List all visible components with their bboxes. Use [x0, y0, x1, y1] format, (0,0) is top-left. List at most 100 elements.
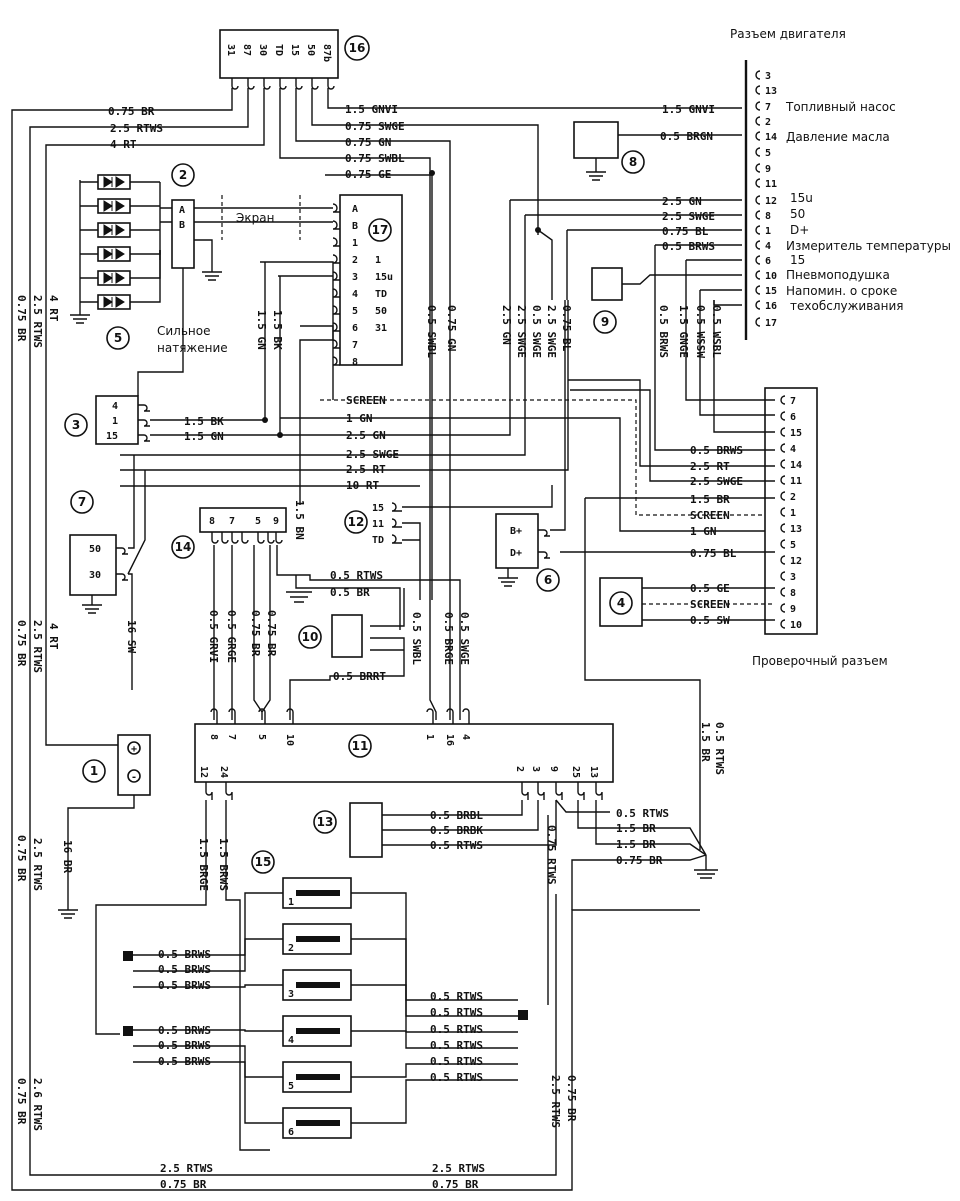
pin-label: 14 — [765, 132, 777, 143]
pin-label: 50 — [305, 44, 316, 56]
diode-symbol — [103, 224, 125, 236]
pin-label: 87 — [241, 44, 252, 56]
wire-label: 0.5 RTWS — [430, 990, 483, 1003]
wire-label: 0.75 BL — [662, 225, 709, 238]
wire-label: 1.5 BRWS — [217, 838, 230, 891]
pin-label: 7 — [352, 340, 358, 351]
pin-label: 30 — [257, 44, 268, 56]
module-pin-hook — [332, 237, 340, 247]
glow-plug-element — [296, 1074, 340, 1080]
sensor-2: A B 2 Экран Сильное натяжение — [137, 163, 333, 396]
wire-label: 0.5 BRWS — [158, 963, 211, 976]
wire-label: 2.5 SWGE — [690, 475, 743, 488]
relay-pin-hook — [311, 78, 319, 90]
pin-label: 1 — [352, 238, 358, 249]
pin-label: 3 — [530, 766, 541, 772]
comp7-pin-hook — [116, 573, 128, 581]
diode-symbol — [103, 248, 125, 260]
glow-plug-wire — [270, 1079, 518, 1124]
wire-label: 0.75 BR — [15, 1078, 28, 1125]
pin-label: 15 — [372, 503, 384, 514]
wire-label: 1.5 BK — [271, 310, 284, 350]
pin-label: 15 — [106, 431, 118, 442]
conn14-pin-hook — [267, 532, 275, 544]
wire-label: 0.5 RTWS — [430, 1006, 483, 1019]
pin-label: 9 — [765, 164, 771, 175]
label-15u: 15u — [790, 191, 813, 205]
pin-label: 15 — [765, 286, 777, 297]
ecu-bottom-pin-hook — [595, 782, 603, 800]
glow-plug-element — [296, 1120, 340, 1126]
relay-pin-hook — [263, 78, 271, 90]
diag-pin-hook — [780, 427, 786, 437]
wire-label: 16 BR — [61, 840, 74, 873]
wire-label: 0.5 RTWS — [330, 569, 383, 582]
wire-label: 1.5 BRGE — [197, 838, 210, 891]
diag-pin-hook — [780, 395, 786, 405]
wire-label: 2.5 SWGE — [545, 305, 558, 358]
pin-label: 3 — [790, 572, 796, 583]
service-reminder-label-2: техобслуживания — [790, 299, 903, 313]
component-number-13: 13 — [317, 815, 334, 829]
pin-label: 8 — [765, 211, 771, 222]
pin-label: 87b — [321, 44, 332, 62]
pin-label: 4 — [790, 444, 796, 455]
wire-label: 1.5 BR — [616, 838, 656, 851]
wire-label: 2.5 GN — [662, 195, 702, 208]
conn12-pin-hook — [391, 502, 402, 512]
component-number-3: 3 — [72, 418, 80, 432]
diag-pin-hook — [780, 491, 786, 501]
wire-label: 4 RT — [47, 623, 60, 650]
diag-connector-title: Проверочный разъем — [752, 654, 888, 668]
diag-pin-hook — [780, 539, 786, 549]
component-number-17: 17 — [372, 223, 389, 237]
diode-icon — [97, 198, 131, 214]
glow-plug-wire — [133, 1061, 270, 1124]
pin-label: 9 — [273, 516, 279, 527]
pin-label: 4 — [765, 241, 771, 252]
pin-label: A — [352, 204, 358, 215]
diag-pin-hook — [780, 587, 786, 597]
wire-label: 0.5 BR — [330, 586, 370, 599]
wire-label: SCREEN — [690, 509, 730, 522]
wire-label: 0.75 BR — [616, 854, 663, 867]
component-number-11: 11 — [352, 739, 369, 753]
pin-label: 4 — [460, 734, 471, 740]
wire-label: 0.75 GN — [345, 136, 391, 149]
wire-label: 0.75 SWBL — [345, 152, 405, 165]
pin-label: 3 — [352, 272, 358, 283]
wire-label: 0.75 BR — [15, 620, 28, 667]
diag-pin-hook — [780, 475, 786, 485]
module-pin-hook — [332, 271, 340, 281]
pin-label: 2 — [790, 492, 796, 503]
ecu-top-pin-hook — [210, 708, 218, 724]
component-number-4: 4 — [617, 596, 625, 610]
wire-label: 0.5 RTWS — [713, 722, 726, 775]
pin-label: 11 — [790, 476, 802, 487]
service-reminder-label: Напомин. о сроке — [786, 284, 897, 298]
wire-label: 0.5 SWBL — [425, 305, 438, 358]
pin-label: 7 — [229, 516, 235, 527]
oil-pressure-label: Давление масла — [786, 130, 890, 144]
conn12-pin-hook — [391, 518, 402, 528]
pin-label: 9 — [548, 766, 559, 772]
wire-label: 0.5 BRWS — [158, 979, 211, 992]
engine-pin-hook — [755, 101, 761, 111]
component-number-7: 7 — [78, 495, 86, 509]
pin-label: 16 — [765, 301, 777, 312]
pin-label: 5 — [288, 1081, 294, 1092]
ecu-top-pin-hook — [462, 708, 470, 724]
pin-label: 14 — [790, 460, 802, 471]
pin-label: 12 — [790, 556, 802, 567]
pin-label: 8 — [208, 734, 219, 740]
wire-label: 1.5 GN — [184, 430, 224, 443]
wire-label: 1.5 GNVI — [345, 103, 398, 116]
module-pin-hook — [332, 203, 340, 213]
air-spring-label: Пневмоподушка — [786, 268, 890, 282]
conn14-pin-hook — [275, 532, 283, 544]
terminal-icon — [127, 741, 141, 755]
pin-label: 15 — [289, 44, 300, 56]
wire-label: 0.75 SWGE — [345, 120, 405, 133]
